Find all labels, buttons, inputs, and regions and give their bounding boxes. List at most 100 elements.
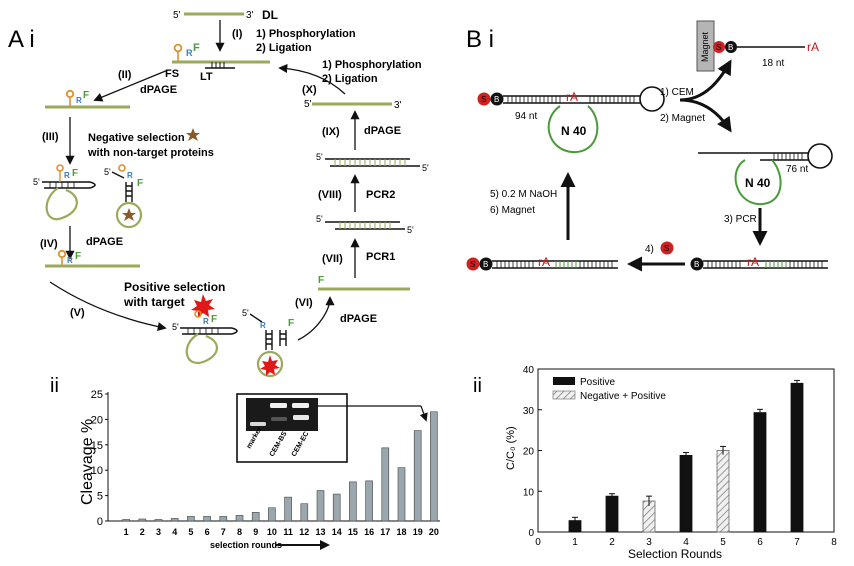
chart-a-bar [300, 503, 309, 522]
chart-a-bar [284, 496, 292, 522]
chart-a-bar [381, 447, 390, 522]
chart-a-bar [154, 519, 163, 522]
step-vii-number: (VII) [322, 253, 343, 265]
svg-text:rA: rA [747, 255, 759, 269]
bound-target-icon [260, 355, 280, 376]
step-ix-text: dPAGE [364, 125, 401, 137]
chart-b-xtick-label: 7 [794, 537, 800, 548]
svg-text:5': 5' [33, 177, 40, 187]
step-pcr-label: 3) PCR [724, 214, 757, 225]
legend-negpos-swatch [552, 390, 576, 400]
chart-a-xtick-label: 14 [332, 527, 342, 537]
chart-a-xtick-label: 2 [140, 527, 145, 537]
chart-a-bar [251, 512, 260, 522]
step-vii-text: PCR1 [366, 251, 395, 263]
svg-text:B: B [494, 95, 499, 104]
step-vi-arrow [297, 296, 335, 341]
svg-text:5': 5' [316, 152, 323, 162]
chart-a-xtick-label: 7 [221, 527, 226, 537]
chart-a-xtick-label: 3 [156, 527, 161, 537]
step-v-number: (V) [70, 307, 85, 319]
chart-a-bar [122, 519, 130, 522]
chart-a-bar [187, 516, 195, 522]
chart-a-xtick-label: 19 [413, 527, 423, 537]
chart-a-bar [235, 515, 244, 522]
panel-label-b-i: B i [466, 26, 494, 53]
step-v-arrow [49, 281, 167, 332]
chart-a-xtick-label: 16 [364, 527, 374, 537]
chart-a-xtick-label: 13 [315, 527, 325, 537]
step-cem-label: 1) CEM [660, 87, 694, 98]
svg-text:5': 5' [304, 99, 312, 110]
ribo-r: R [186, 48, 193, 58]
gel-band-ec-2 [293, 415, 309, 420]
svg-text:rA: rA [807, 40, 819, 54]
target-protein-icon [191, 294, 215, 318]
svg-text:R: R [67, 256, 73, 265]
step-ii-arrow [93, 69, 169, 102]
gel-band-bs-1 [270, 403, 287, 408]
bound-non-target-icon [122, 208, 136, 221]
step-x-text-1: 1) Phosphorylation [322, 59, 422, 71]
lt-label: LT [200, 71, 213, 83]
step-naoh-label: 5) 0.2 M NaOH [490, 189, 557, 200]
step-x-number: (X) [302, 84, 317, 96]
svg-text:R: R [260, 321, 266, 330]
svg-text:5': 5' [104, 167, 111, 177]
chart-b-xtick-label: 2 [609, 537, 615, 548]
chart-b-ytick-label: 10 [523, 487, 535, 498]
chart-a-bar [332, 493, 341, 522]
chart-a-xtick-label: 11 [283, 527, 293, 537]
three-prime-label: 3' [246, 10, 254, 21]
svg-text:F: F [75, 251, 81, 262]
chart-a-xtick-label: 4 [172, 527, 177, 537]
chart-a-bar [349, 481, 357, 522]
step-viii-number: (VIII) [318, 189, 342, 201]
quencher-icon [173, 43, 183, 53]
step-vi-text: dPAGE [340, 313, 377, 325]
chart-a-xtick-label: 1 [124, 527, 129, 537]
chart-b-xtick-label: 5 [720, 537, 726, 548]
svg-text:N 40: N 40 [561, 124, 587, 138]
nt76-label: 76 nt [786, 164, 808, 175]
chart-a-bar [413, 430, 422, 522]
step-ii-text: dPAGE [140, 84, 177, 96]
n40-loop-right [734, 159, 782, 206]
chart-a-bar [268, 507, 276, 522]
step-cem-arrow-down [679, 98, 732, 133]
duplex-left [507, 96, 635, 103]
svg-text:R: R [76, 96, 82, 105]
n40-loop-left [547, 105, 599, 154]
chart-a-ytick-label: 10 [91, 465, 103, 477]
fs-label: FS [165, 68, 179, 80]
svg-text:B: B [728, 43, 733, 52]
chart-b-ytick-label: 40 [523, 365, 535, 376]
step-v-text-2: with target [123, 295, 185, 309]
chart-a-xtick-label: 8 [237, 527, 242, 537]
pcr1-duplex [339, 222, 391, 229]
svg-text:S: S [481, 95, 486, 104]
step-x-arrow [278, 63, 346, 95]
step-4-label: 4) [645, 244, 654, 255]
step-iii-text-2: with non-target proteins [87, 147, 214, 159]
step-i-text-1: 1) Phosphorylation [256, 28, 356, 40]
chart-b-xtick-label: 8 [831, 537, 837, 548]
magnet-label: Magnet [700, 31, 710, 62]
step-x-text-2: 2) Ligation [322, 73, 378, 85]
svg-text:5': 5' [422, 163, 429, 173]
chart-b-bar [679, 454, 693, 533]
legend-negpos-label: Negative + Positive [580, 391, 666, 402]
chart-b-xtick-label: 6 [757, 537, 763, 548]
chart-a-bar [170, 518, 179, 522]
step-v-text-1: Positive selection [124, 280, 225, 294]
chart-b-xtick-label: 3 [646, 537, 652, 548]
chart-a-xtick-label: 15 [348, 527, 358, 537]
step-i-text-2: 2) Ligation [256, 42, 312, 54]
chart-b-bar [605, 495, 619, 533]
step-i-number: (I) [232, 28, 243, 40]
cc0-chart: C/C₀ (%) Selection Rounds Positive Negat… [505, 365, 837, 561]
svg-text:N 40: N 40 [745, 176, 771, 190]
chart-a-xtick-label: 18 [396, 527, 406, 537]
cleavage-chart: Cleavage % selection rounds marker CEM-B… [79, 389, 440, 550]
